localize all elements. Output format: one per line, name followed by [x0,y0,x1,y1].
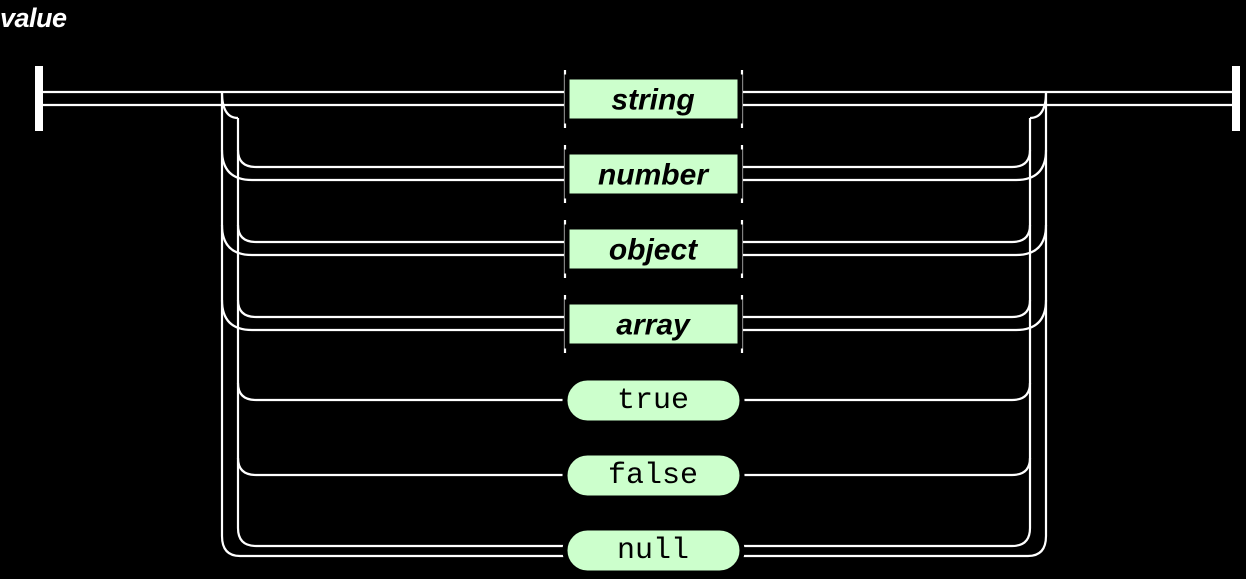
rail-row3-left-top [236,224,565,244]
rail-left-trunk-outer [220,92,241,558]
rail-row4-right-bottom [742,299,1048,332]
node-array-box[interactable] [564,299,743,349]
rail-row4-right-top [742,299,1032,319]
node-array-label: array [616,309,691,342]
node-null[interactable]: null [562,525,745,576]
node-true-pill[interactable] [562,375,745,426]
rail-row3-left-bottom [220,224,565,257]
rail-right-trunk-outer-corner [1029,91,1048,120]
node-number-box[interactable] [564,149,743,199]
node-false-label: false [608,459,698,493]
rail-row3-right-top [742,224,1032,244]
rail-right-trunk-inner [1011,118,1032,548]
node-array[interactable]: array [563,295,744,353]
rail-row5-left [236,382,566,402]
node-false-pill[interactable] [562,450,745,501]
node-true-label: true [617,384,689,418]
rail-right-trunk-outer [1027,92,1048,558]
rail-row2-right-top [742,149,1032,169]
rail-row2-left-top [236,149,565,169]
rail-row4-left-bottom [220,299,565,332]
rail-row2-left-bottom [220,149,565,182]
node-null-pill[interactable] [562,525,745,576]
rail-row2-right-bottom [742,149,1048,182]
node-null-label: null [617,534,689,568]
node-string-box[interactable] [564,74,743,124]
node-string[interactable]: string [563,70,744,128]
rail-row6-left [236,457,566,477]
rail-row5-right [740,382,1032,402]
node-number-label: number [598,159,710,192]
rail-row6-right [740,457,1032,477]
rail-row4-left-top [236,299,565,319]
page-title: value [0,3,67,33]
node-object-label: object [609,234,699,267]
node-object[interactable]: object [563,220,744,278]
node-true[interactable]: true [562,375,745,426]
rail-row3-right-bottom [742,224,1048,257]
node-object-box[interactable] [564,224,743,274]
node-false[interactable]: false [562,450,745,501]
rail-left-trunk-inner [236,118,257,548]
node-number[interactable]: number [563,145,744,203]
node-string-label: string [611,84,694,117]
